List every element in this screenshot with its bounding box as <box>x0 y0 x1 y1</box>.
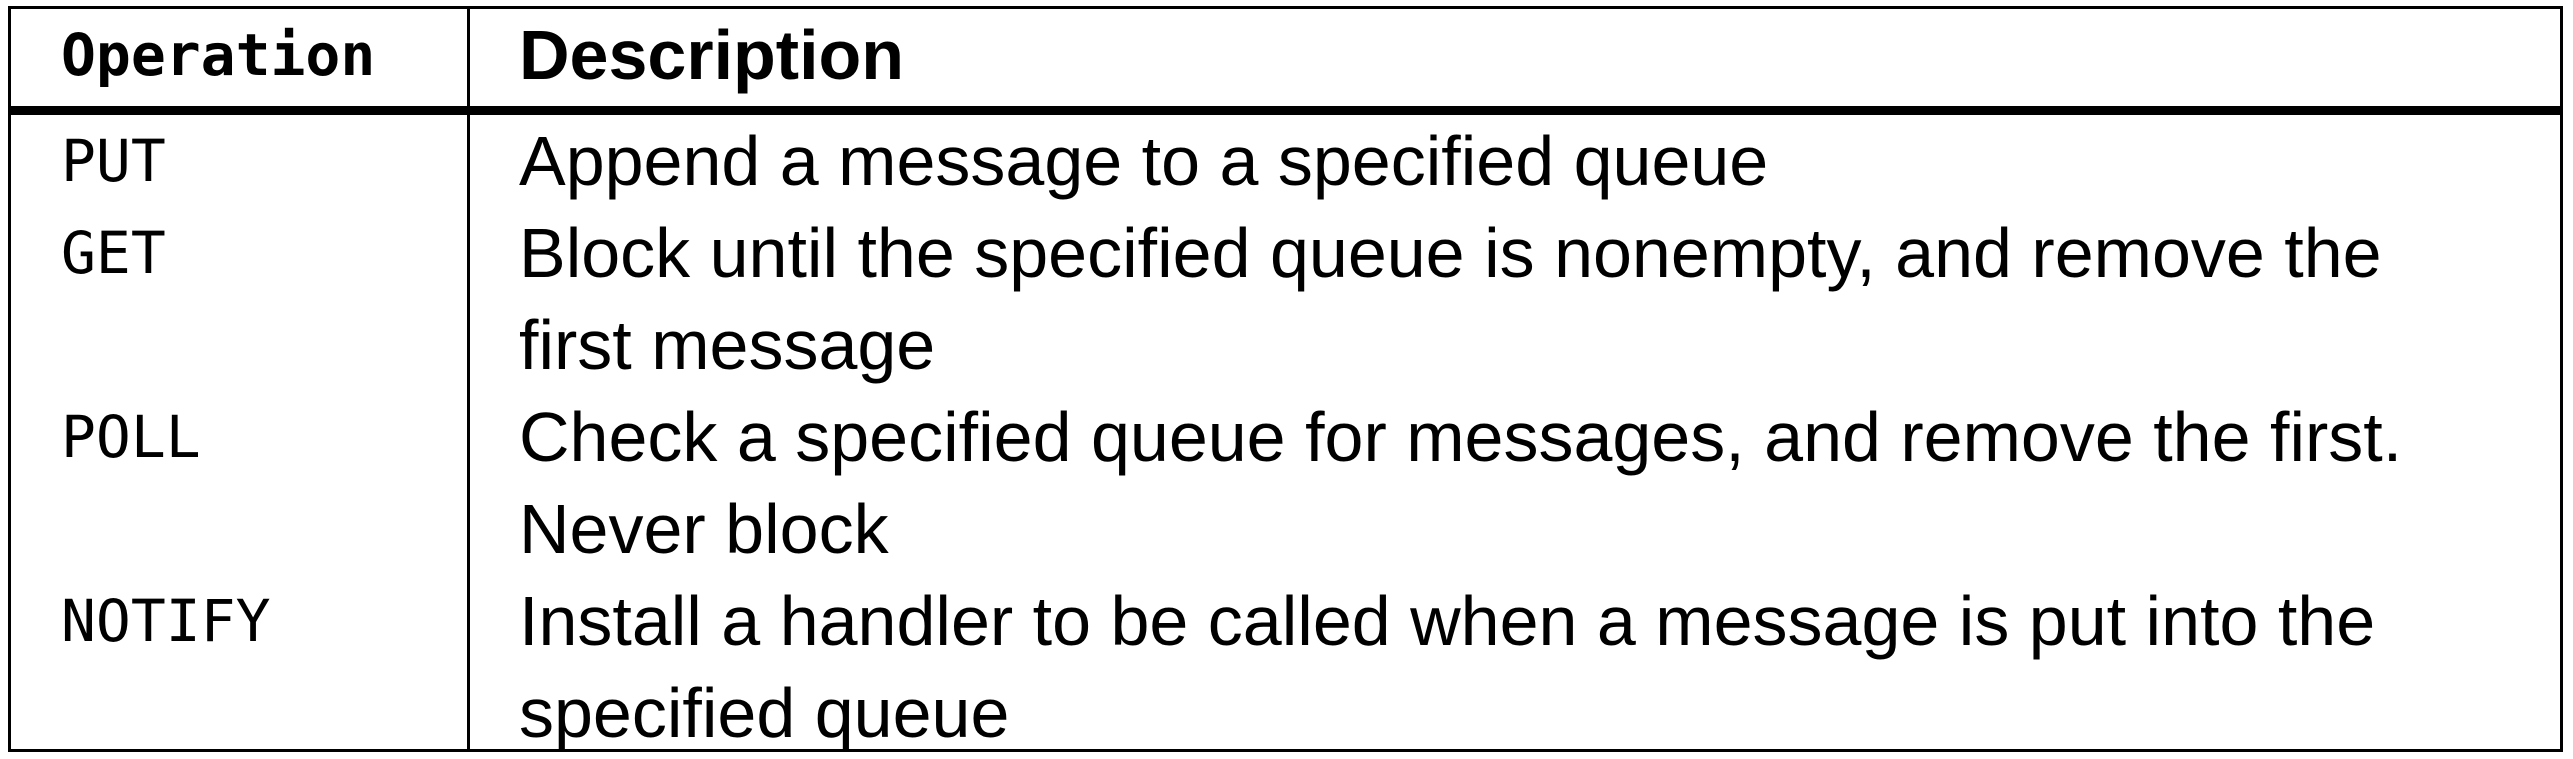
row-get-description-line-2: first message <box>519 306 936 384</box>
row-notify-operation: NOTIFY <box>61 587 271 655</box>
operations-table: Operation Description PUT Append a messa… <box>8 6 2563 752</box>
row-get-operation: GET <box>61 219 166 287</box>
column-divider <box>467 9 470 749</box>
row-get-description-line-1: Block until the specified queue is nonem… <box>519 214 2382 292</box>
row-poll-description-line-1: Check a specified queue for messages, an… <box>519 398 2403 476</box>
row-put-description-line-1: Append a message to a specified queue <box>519 122 1769 200</box>
row-notify-description-line-2: specified queue <box>519 674 1010 752</box>
header-rule <box>11 106 2560 115</box>
row-put-operation: PUT <box>61 127 166 195</box>
row-poll-description-line-2: Never block <box>519 490 889 568</box>
row-notify-description-line-1: Install a handler to be called when a me… <box>519 582 2376 660</box>
header-operation: Operation <box>61 21 376 89</box>
header-description: Description <box>519 16 905 94</box>
row-poll-operation: POLL <box>61 403 201 471</box>
